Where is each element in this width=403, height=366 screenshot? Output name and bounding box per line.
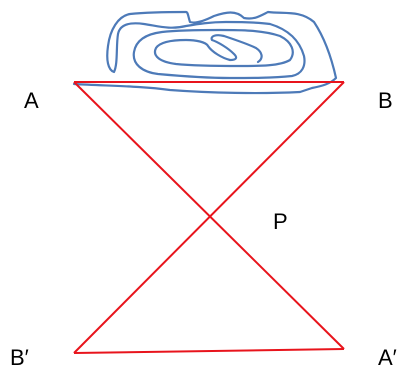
- ray-b-to-b-prime: [73, 81, 345, 354]
- label-a-prime: A′: [378, 345, 397, 366]
- label-a: A: [24, 88, 39, 113]
- label-b: B: [378, 88, 393, 113]
- ray-a-to-a-prime: [73, 81, 345, 350]
- label-b-prime: B′: [10, 345, 29, 366]
- object-scribble: [72, 10, 338, 95]
- bottom-line-image: [73, 348, 345, 354]
- label-p: P: [273, 209, 288, 234]
